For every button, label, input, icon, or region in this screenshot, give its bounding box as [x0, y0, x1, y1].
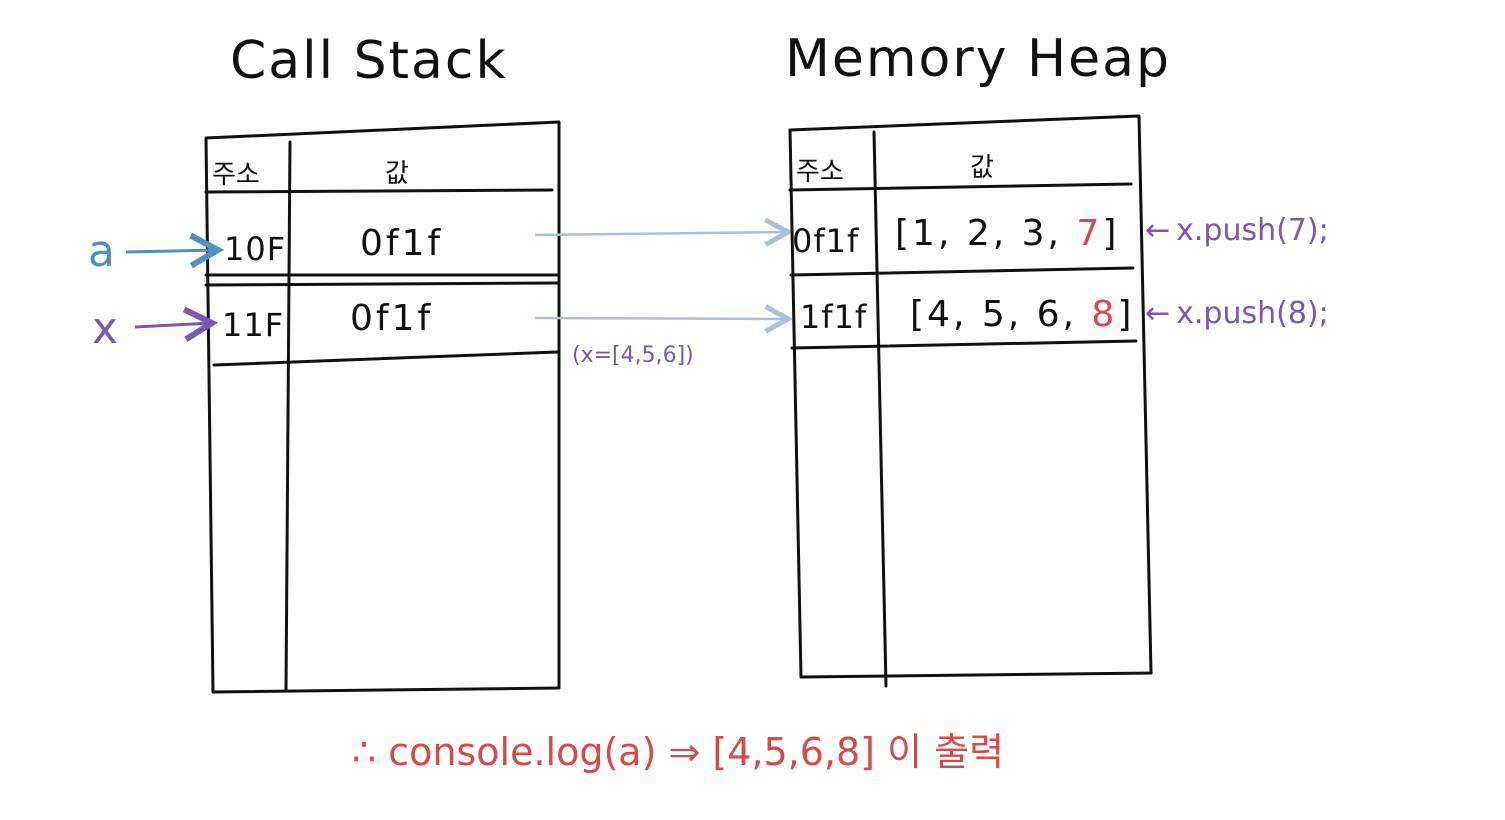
pointer-arrow — [534, 318, 788, 319]
call-stack-table: 주소 값 10F 0f1f 11F 0f1f — [204, 120, 561, 694]
heap-value-prefix: [1, 2, 3, — [895, 213, 1076, 254]
call-stack-column-divider — [284, 140, 292, 692]
call-stack-header-line — [204, 188, 554, 194]
memory-heap-value: [1, 2, 3, 7] — [895, 213, 1119, 254]
pushed-value: 8 — [1091, 294, 1117, 335]
variable-a-label: a — [88, 226, 115, 277]
call-stack-value: 0f1f — [360, 223, 443, 264]
heap-value-prefix: [4, 5, 6, — [910, 294, 1091, 335]
memory-heap-header-line — [788, 182, 1133, 192]
left-arrow-icon: ← — [1145, 213, 1170, 248]
reassign-note: (x=[4,5,6]) — [572, 343, 694, 368]
memory-heap-table: 주소 값 0f1f [1, 2, 3, 7] 1f1f [4, 5, 6, 8] — [788, 114, 1153, 688]
memory-heap-value-header: 값 — [970, 153, 994, 183]
memory-heap-column-divider — [872, 130, 888, 688]
conclusion-text: ∴ console.log(a) ⇒ [4,5,6,8] 이 출력 — [352, 730, 1004, 774]
variable-a-arrow — [125, 250, 218, 252]
memory-heap-value: [4, 5, 6, 8] — [910, 294, 1134, 335]
memory-heap-title: Memory Heap — [785, 29, 1171, 89]
call-stack-address: 11F — [222, 306, 284, 344]
memory-heap-address: 1f1f — [800, 298, 867, 336]
memory-heap-address: 0f1f — [792, 222, 859, 260]
memory-heap-row-line — [789, 266, 1135, 277]
left-arrow-icon: ← — [1145, 296, 1170, 331]
call-stack-value: 0f1f — [350, 298, 433, 339]
variable-x-label: x — [92, 303, 118, 354]
push-7-note: ←x.push(7); — [1145, 213, 1329, 248]
pushed-value: 7 — [1076, 213, 1102, 254]
heap-value-suffix: ] — [1117, 294, 1134, 335]
memory-heap-address-header: 주소 — [796, 157, 844, 187]
call-stack-value-header: 값 — [385, 159, 409, 189]
heap-value-suffix: ] — [1102, 213, 1119, 254]
call-stack-title: Call Stack — [230, 31, 508, 91]
pointer-arrow — [534, 232, 788, 235]
push-8-note: ←x.push(8); — [1145, 296, 1329, 331]
variable-x-arrow — [134, 323, 212, 327]
call-stack-address-header: 주소 — [212, 160, 260, 190]
call-stack-row-line — [204, 281, 559, 287]
call-stack-frame — [204, 120, 561, 694]
memory-heap-frame — [788, 114, 1153, 679]
call-stack-row-line — [212, 350, 559, 367]
call-stack-address: 10F — [224, 230, 286, 268]
memory-heap-row-line — [790, 339, 1138, 350]
